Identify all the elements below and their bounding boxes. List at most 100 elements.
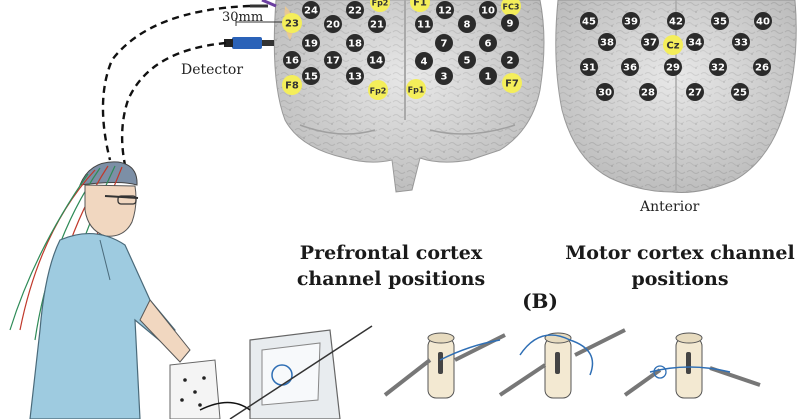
prefrontal-marker-label: 6 <box>485 39 492 50</box>
motor-channel-2: 42 <box>667 12 685 30</box>
detector-icon <box>232 37 262 49</box>
motor-channel-0: 45 <box>580 12 598 30</box>
motor-channel-15: 30 <box>596 83 614 101</box>
prefrontal-marker-circle <box>501 0 521 16</box>
prefrontal-channel-14: 18 <box>346 34 364 52</box>
prefrontal-marker-label: Fp1 <box>408 86 425 95</box>
optode-spacing-label: 30mm <box>222 10 264 25</box>
detector-label: Detector <box>181 62 244 78</box>
prefrontal-marker-circle <box>479 34 497 52</box>
motor-marker-label: 29 <box>666 63 680 74</box>
prefrontal-marker-circle <box>502 73 522 93</box>
prefrontal-marker-label: 18 <box>348 39 362 50</box>
motor-marker-label: 25 <box>733 88 747 99</box>
motor-channel-13: 32 <box>709 58 727 76</box>
motor-marker-circle <box>641 33 659 51</box>
prefrontal-channel-15: 7 <box>435 34 453 52</box>
motor-channel-9: 33 <box>732 33 750 51</box>
prefrontal-marker-circle <box>370 0 390 12</box>
motor-marker-circle <box>621 58 639 76</box>
prefrontal-channel-22: 2 <box>501 51 519 69</box>
motor-marker-label: 32 <box>711 63 725 74</box>
prefrontal-marker-circle <box>282 13 302 33</box>
prefrontal-marker-label: 2 <box>507 56 514 67</box>
motor-channel-3: 35 <box>711 12 729 30</box>
motor-marker-label: 38 <box>600 38 614 49</box>
motor-marker-circle <box>753 58 771 76</box>
prefrontal-electrode-2: Fp2 <box>370 0 390 12</box>
prefrontal-marker-label: 4 <box>421 57 428 68</box>
prefrontal-marker-circle <box>479 67 497 85</box>
motor-marker-circle <box>754 12 772 30</box>
prefrontal-channel-5: 10 <box>479 1 497 19</box>
motor-marker-circle <box>667 12 685 30</box>
prefrontal-electrode-27: F8 <box>282 75 302 95</box>
prefrontal-marker-circle <box>458 51 476 69</box>
prefrontal-marker-label: F1 <box>413 0 427 9</box>
prefrontal-marker-circle <box>282 75 302 95</box>
motor-marker-label: 27 <box>688 88 702 99</box>
optical-fibers <box>101 4 251 166</box>
prefrontal-channel-24: 13 <box>346 67 364 85</box>
prefrontal-marker-label: 10 <box>481 6 495 17</box>
prefrontal-channel-13: 19 <box>302 34 320 52</box>
motor-title: Motor cortex channel positions <box>560 240 800 292</box>
prefrontal-channel-0: 24 <box>302 1 320 19</box>
prefrontal-marker-label: 13 <box>348 72 362 83</box>
prefrontal-marker-label: 5 <box>464 56 471 67</box>
prefrontal-marker-circle <box>302 1 320 19</box>
motor-marker-label: 37 <box>643 38 657 49</box>
prefrontal-marker-circle <box>501 51 519 69</box>
prefrontal-channel-16: 6 <box>479 34 497 52</box>
prefrontal-channel-9: 21 <box>368 15 386 33</box>
motor-marker-label: 40 <box>756 17 770 28</box>
prefrontal-marker-label: 19 <box>304 39 318 50</box>
prefrontal-marker-label: 16 <box>285 56 299 67</box>
prefrontal-marker-circle <box>368 80 388 100</box>
prefrontal-title: Prefrontal cortex channel positions <box>270 240 512 292</box>
prefrontal-marker-circle <box>415 15 433 33</box>
prefrontal-marker-label: 22 <box>348 6 362 17</box>
prefrontal-channel-1: 22 <box>346 1 364 19</box>
prefrontal-marker-label: F7 <box>505 79 519 90</box>
motor-marker-circle <box>622 12 640 30</box>
motor-channel-17: 27 <box>686 83 704 101</box>
motor-marker-circle <box>580 12 598 30</box>
motor-marker-label: 39 <box>624 17 638 28</box>
prefrontal-marker-circle <box>415 52 433 70</box>
motor-marker-circle <box>639 83 657 101</box>
motor-marker-label: 28 <box>641 88 655 99</box>
motor-marker-label: 26 <box>755 63 769 74</box>
prefrontal-electrode-30: F7 <box>502 73 522 93</box>
motor-marker-circle <box>596 83 614 101</box>
prefrontal-channel-26: 1 <box>479 67 497 85</box>
prefrontal-marker-circle <box>346 67 364 85</box>
motor-marker-circle <box>663 35 683 55</box>
motor-marker-label: 30 <box>598 88 612 99</box>
motor-marker-label: Cz <box>666 41 679 52</box>
motor-marker-label: 33 <box>734 38 748 49</box>
prefrontal-title-line2: channel positions <box>296 268 486 290</box>
motor-marker-circle <box>686 83 704 101</box>
motor-channel-12: 29 <box>664 58 682 76</box>
motor-channel-8: 34 <box>686 33 704 51</box>
prefrontal-marker-label: 17 <box>326 56 340 67</box>
prefrontal-marker-circle <box>479 1 497 19</box>
prefrontal-marker-circle <box>436 1 454 19</box>
prefrontal-marker-circle <box>435 34 453 52</box>
prefrontal-channel-19: 14 <box>367 51 385 69</box>
prefrontal-marker-circle <box>324 15 342 33</box>
motor-marker-circle <box>732 33 750 51</box>
prefrontal-marker-label: 14 <box>369 56 383 67</box>
motor-marker-circle <box>664 58 682 76</box>
prefrontal-channel-8: 20 <box>324 15 342 33</box>
prefrontal-channel-17: 16 <box>283 51 301 69</box>
anterior-label: Anterior <box>640 199 700 215</box>
prefrontal-electrode-3: F1 <box>410 0 430 12</box>
motor-marker-label: 45 <box>582 17 596 28</box>
motor-channel-1: 39 <box>622 12 640 30</box>
prefrontal-marker-label: 12 <box>438 6 452 17</box>
prefrontal-marker-circle <box>435 67 453 85</box>
